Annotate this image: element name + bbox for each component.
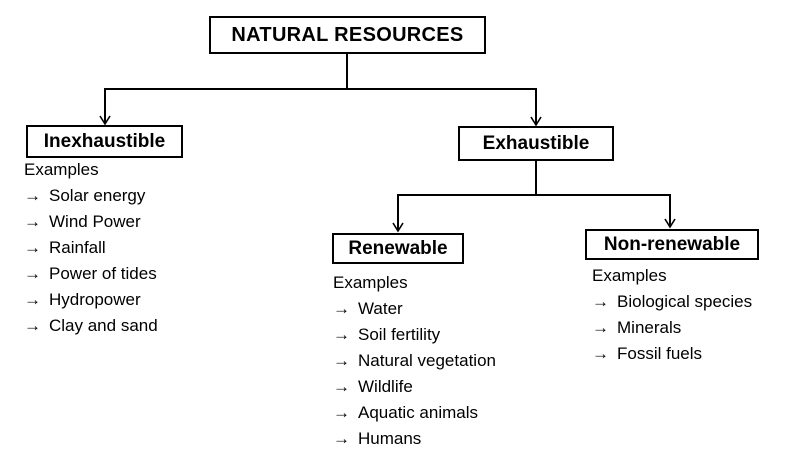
right-arrow-icon: →	[24, 238, 41, 257]
node-exhaustible-label: Exhaustible	[482, 132, 590, 154]
right-arrow-icon: →	[24, 264, 41, 283]
node-non-renewable: Non-renewable	[585, 229, 759, 260]
arrowhead-exhaustible-icon	[530, 116, 542, 127]
node-natural-resources: NATURAL RESOURCES	[209, 16, 486, 54]
list-item-label: Solar energy	[49, 186, 146, 205]
list-item: → Humans	[333, 426, 496, 452]
list-item-label: Power of tides	[49, 264, 157, 283]
list-item-label: Natural vegetation	[358, 351, 496, 370]
list-item: → Biological species	[592, 289, 752, 315]
arrowhead-nonrenewable-icon	[664, 218, 676, 229]
arrowhead-renewable-icon	[392, 222, 404, 233]
right-arrow-icon: →	[24, 316, 41, 335]
renewable-examples-title: Examples	[333, 273, 408, 292]
list-item: → Fossil fuels	[592, 341, 752, 367]
node-renewable: Renewable	[332, 233, 464, 264]
node-inexhaustible: Inexhaustible	[26, 125, 183, 158]
right-arrow-icon: →	[24, 186, 41, 205]
inexhaustible-examples-title: Examples	[24, 160, 99, 179]
right-arrow-icon: →	[333, 351, 350, 370]
list-item-label: Wind Power	[49, 212, 141, 231]
list-item-label: Clay and sand	[49, 316, 158, 335]
list-item: → Aquatic animals	[333, 400, 496, 426]
list-item-label: Rainfall	[49, 238, 106, 257]
list-item-label: Wildlife	[358, 377, 413, 396]
list-item-label: Water	[358, 299, 403, 318]
right-arrow-icon: →	[592, 344, 609, 363]
node-inexhaustible-label: Inexhaustible	[43, 130, 166, 152]
right-arrow-icon: →	[333, 377, 350, 396]
node-renewable-label: Renewable	[348, 237, 448, 259]
list-item-label: Hydropower	[49, 290, 141, 309]
list-item: → Hydropower	[24, 287, 158, 313]
list-item-label: Aquatic animals	[358, 403, 479, 422]
list-item: → Wildlife	[333, 374, 496, 400]
right-arrow-icon: →	[592, 292, 609, 311]
node-non-renewable-label: Non-renewable	[603, 233, 741, 255]
list-item: → Natural vegetation	[333, 348, 496, 374]
right-arrow-icon: →	[333, 429, 350, 448]
list-item: → Soil fertility	[333, 322, 496, 348]
inexhaustible-examples-list: Examples → Solar energy → Wind Power → R…	[24, 157, 158, 339]
right-arrow-icon: →	[24, 290, 41, 309]
right-arrow-icon: →	[333, 403, 350, 422]
list-item: → Solar energy	[24, 183, 158, 209]
list-item: → Minerals	[592, 315, 752, 341]
node-natural-resources-label: NATURAL RESOURCES	[231, 23, 464, 46]
right-arrow-icon: →	[24, 212, 41, 231]
list-item: → Water	[333, 296, 496, 322]
non-renewable-examples-title: Examples	[592, 266, 667, 285]
arrowhead-inexhaustible-icon	[99, 115, 111, 126]
list-item-label: Humans	[358, 429, 422, 448]
non-renewable-examples-list: Examples → Biological species → Minerals…	[592, 263, 752, 367]
list-item-label: Biological species	[617, 292, 753, 311]
right-arrow-icon: →	[333, 325, 350, 344]
list-item: → Rainfall	[24, 235, 158, 261]
list-item-label: Minerals	[617, 318, 682, 337]
list-item-label: Soil fertility	[358, 325, 441, 344]
renewable-examples-list: Examples → Water → Soil fertility → Natu…	[333, 270, 496, 452]
node-exhaustible: Exhaustible	[458, 126, 614, 161]
list-item: → Clay and sand	[24, 313, 158, 339]
list-item: → Power of tides	[24, 261, 158, 287]
list-item: → Wind Power	[24, 209, 158, 235]
list-item-label: Fossil fuels	[617, 344, 703, 363]
right-arrow-icon: →	[333, 299, 350, 318]
right-arrow-icon: →	[592, 318, 609, 337]
